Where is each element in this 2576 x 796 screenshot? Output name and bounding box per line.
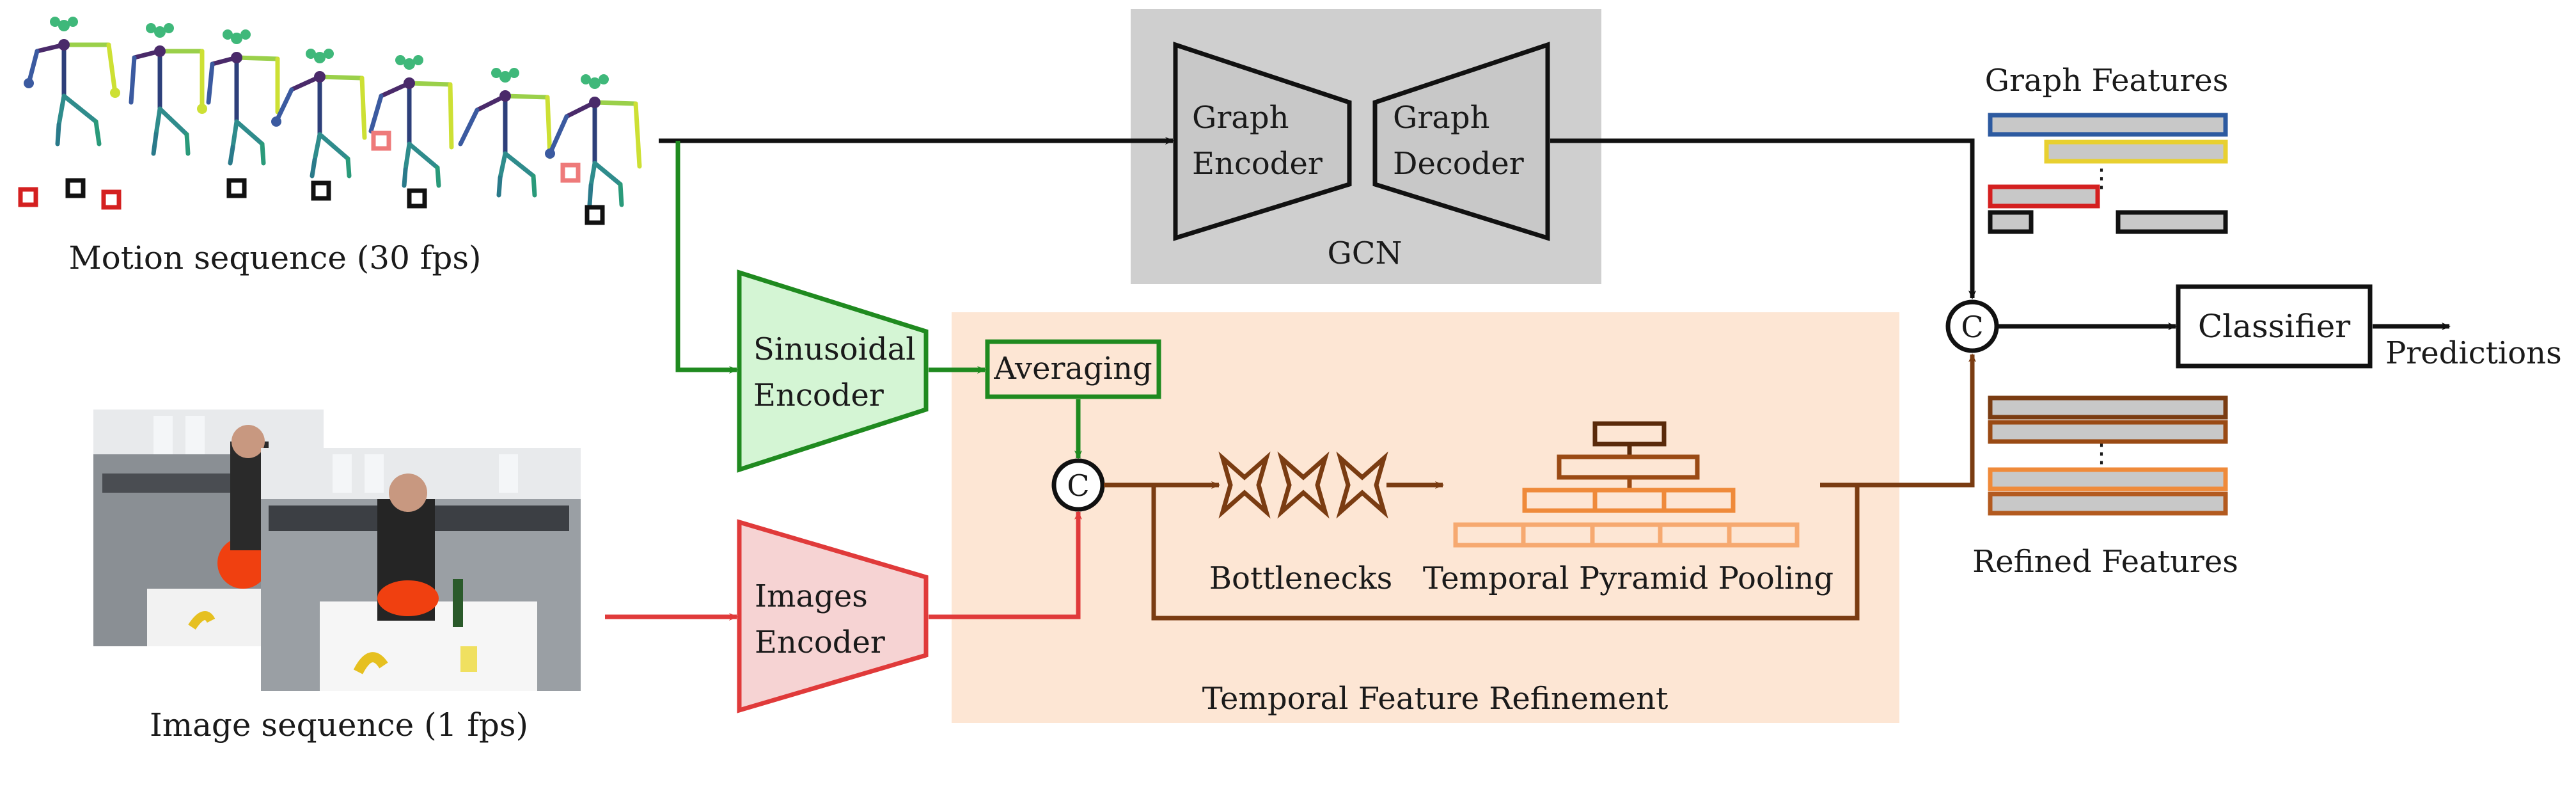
arrow-images-encoder-to-concat (929, 511, 1082, 619)
graph-feature-bar-red (1988, 184, 2100, 209)
graph-feature-bar-black-left (1988, 210, 2034, 234)
sinusoidal-encoder-trapezoid (737, 269, 929, 473)
graph-feature-bar-black-right (2116, 210, 2228, 234)
bottleneck-1 (1218, 451, 1271, 519)
bottlenecks-label: Bottlenecks (1209, 561, 1392, 596)
motion-sequence-markers (18, 131, 605, 225)
graph-decoder-label-line1: Graph (1393, 100, 1490, 136)
motion-sequence-skeletons (24, 17, 642, 207)
graph-features-label: Graph Features (1985, 63, 2229, 99)
sinusoidal-encoder-label-line1: Sinusoidal (753, 331, 916, 367)
motion-sequence-label: Motion sequence (30 fps) (68, 239, 481, 276)
photo-frame-2 (261, 448, 581, 691)
sinusoidal-encoder-label-line2: Encoder (753, 378, 884, 413)
bottleneck-2 (1277, 451, 1330, 519)
pyramid-level-4 (1453, 522, 1800, 548)
refined-feature-bar-3 (1988, 467, 2228, 491)
refined-features-label: Refined Features (1972, 544, 2238, 580)
concat-node-right-label: C (1961, 310, 1983, 344)
skeleton-5 (368, 55, 454, 188)
graph-decoder-trapezoid (1372, 42, 1550, 241)
predictions-label: Predictions (2385, 335, 2562, 371)
pyramid-level-3 (1522, 488, 1736, 513)
marker-red (101, 189, 122, 210)
classifier-label: Classifier (2198, 308, 2350, 345)
marker-black (407, 188, 427, 209)
temporal-feature-refinement-label: Temporal Feature Refinement (1202, 681, 1669, 717)
graph-encoder-label-line1: Graph (1192, 100, 1289, 136)
skeleton-3 (206, 29, 280, 166)
graph-features-ellipsis: ⋮ (2089, 164, 2114, 193)
images-encoder-trapezoid (737, 519, 929, 713)
refined-features-stack (1988, 395, 2228, 516)
graph-decoder-label-line2: Decoder (1393, 146, 1524, 182)
gcn-label: GCN (1327, 235, 1402, 271)
marker-black (65, 178, 86, 198)
graph-feature-bar-yellow (2044, 139, 2228, 164)
marker-black (585, 205, 605, 225)
temporal-pyramid-pooling-label: Temporal Pyramid Pooling (1423, 561, 1834, 596)
refined-features-ellipsis: ⋮ (2089, 439, 2114, 468)
bottlenecks-glyphs (1218, 451, 1388, 519)
arrow-refined-to-concat (1820, 353, 1976, 488)
concat-node-left-label: C (1067, 468, 1089, 503)
images-encoder-label-line1: Images (755, 578, 868, 614)
marker-red (18, 187, 38, 207)
averaging-label: Averaging (993, 351, 1152, 386)
image-sequence-photos (93, 410, 581, 691)
temporal-pyramid-pooling (1453, 421, 1800, 548)
graph-feature-bar-blue (1988, 113, 2228, 137)
graph-encoder-label-line2: Encoder (1192, 146, 1323, 182)
concat-node-left (1051, 458, 1105, 512)
graph-features-stack (1988, 113, 2228, 234)
skeleton-1 (24, 17, 120, 147)
averaging-box (985, 339, 1161, 399)
skeleton-6 (458, 68, 553, 198)
marker-black (226, 178, 247, 198)
refined-feature-bar-1 (1988, 395, 2228, 420)
images-encoder-label-line2: Encoder (755, 625, 885, 660)
arrow-motion-to-sinusoidal-encoder (675, 141, 738, 374)
marker-pink (371, 131, 391, 151)
marker-pink (560, 163, 581, 183)
arrow-graph-decoder-to-concat (1550, 138, 1976, 299)
refined-feature-bar-4 (1988, 491, 2228, 516)
connectors (605, 137, 2451, 621)
refined-feature-bar-2 (1988, 420, 2228, 444)
classifier-box (2176, 284, 2373, 369)
skeleton-2 (129, 23, 207, 156)
skip-connection (1151, 485, 1860, 621)
marker-black (311, 180, 331, 201)
bottleneck-3 (1336, 451, 1388, 519)
image-sequence-label: Image sequence (1 fps) (150, 706, 528, 744)
graph-encoder-trapezoid (1173, 42, 1352, 241)
concat-node-right (1945, 299, 1999, 353)
skeleton-4 (271, 49, 367, 179)
skeleton-7 (545, 74, 642, 207)
